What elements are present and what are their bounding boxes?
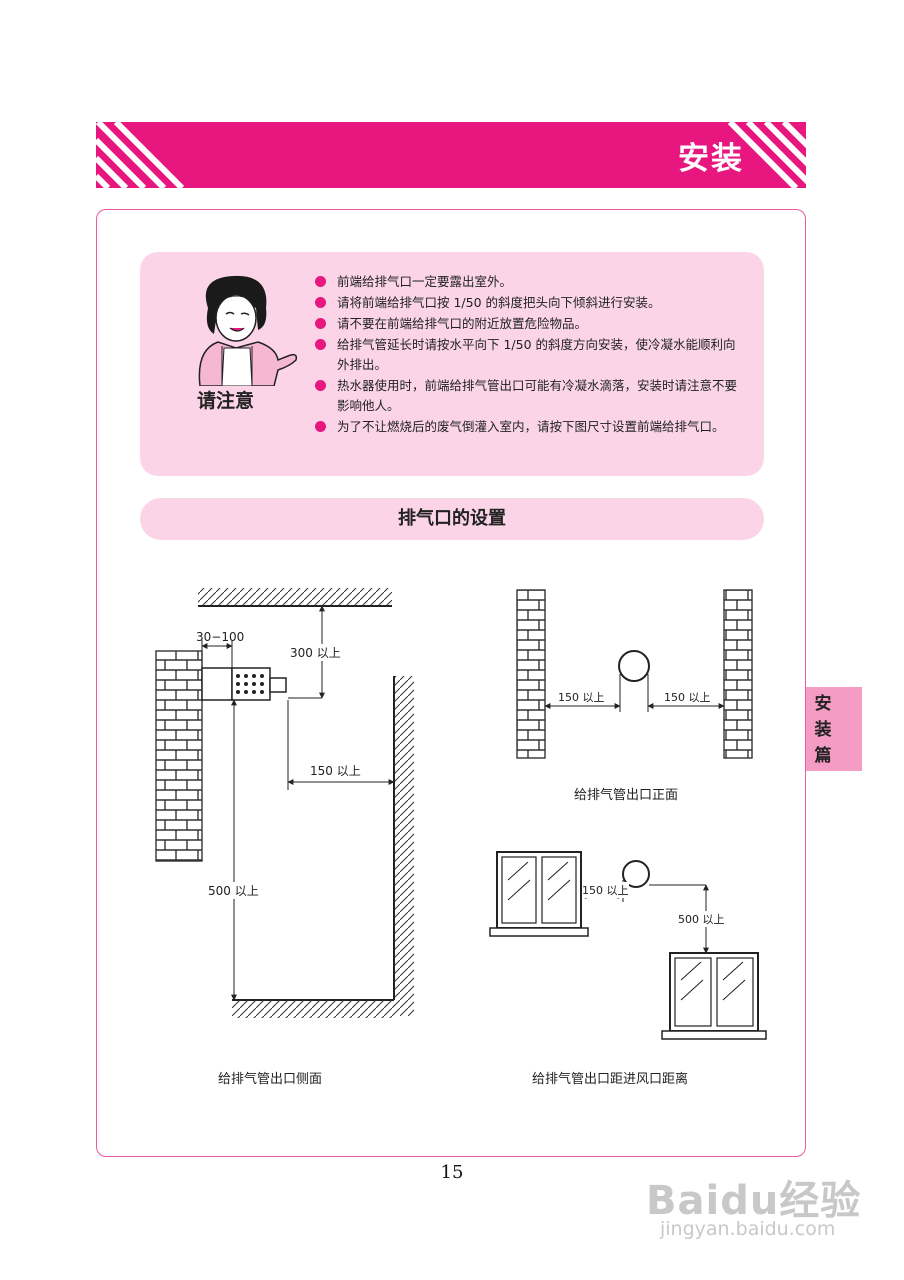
vent-outlet-small: [622, 860, 650, 888]
bullet-icon: [315, 339, 326, 350]
side-view-diagram: [155, 588, 414, 1018]
side-tab-label: 安装篇: [814, 694, 832, 766]
floor-hatch: [232, 1000, 394, 1018]
notice-item: 热水器使用时，前端给排气管出口可能有冷凝水滴落，安装时请注意不要影响他人。: [313, 376, 743, 416]
brick-wall: [155, 650, 203, 862]
right-wall-hatch: [394, 676, 414, 1016]
notice-item-text: 请不要在前端给排气口的附近放置危险物品。: [337, 316, 588, 331]
dim-label-wall-gap: 30−100: [196, 630, 245, 644]
window-lower: [669, 952, 759, 1032]
dim-label-bottom: 500 以上: [208, 882, 259, 899]
caption-front-view: 给排气管出口正面: [574, 788, 679, 803]
watermark-url: jingyan.baidu.com: [660, 1218, 836, 1240]
content-frame: [96, 209, 806, 1157]
window-upper: [496, 851, 582, 929]
page-title: 安装: [678, 141, 744, 177]
brick-wall-right: [723, 589, 753, 759]
notice-item-text: 给排气管延长时请按水平向下 1/50 的斜度方向安装，使冷凝水能顺利向外排出。: [337, 337, 736, 372]
bullet-icon: [315, 421, 326, 432]
woman-illustration: [198, 275, 298, 386]
section-title: 排气口的设置: [398, 508, 506, 529]
notice-item: 给排气管延长时请按水平向下 1/50 的斜度方向安装，使冷凝水能顺利向外排出。: [313, 335, 743, 375]
caption-side-view: 给排气管出口侧面: [218, 1072, 323, 1087]
page-number: 15: [440, 1162, 464, 1183]
dim-label-right: 150 以上: [310, 764, 361, 778]
bullet-icon: [315, 318, 326, 329]
watermark-brand: Baidu经验: [646, 1178, 862, 1224]
notice-item: 请将前端给排气口按 1/50 的斜度把头向下倾斜进行安装。: [313, 293, 743, 313]
side-tab: [806, 687, 862, 771]
header-stripes: [96, 122, 806, 188]
notice-item: 前端给排气口一定要露出室外。: [313, 272, 743, 292]
ceiling-hatch: [198, 588, 392, 606]
notice-item-text: 热水器使用时，前端给排气管出口可能有冷凝水滴落，安装时请注意不要影响他人。: [337, 378, 738, 413]
dim-label-front-left: 150 以上: [558, 691, 605, 704]
notice-list: 前端给排气口一定要露出室外。 请将前端给排气口按 1/50 的斜度把头向下倾斜进…: [313, 272, 743, 438]
bullet-icon: [315, 276, 326, 287]
header-banner: 安装: [96, 122, 806, 188]
section-bar: [140, 498, 764, 540]
dim-label-front-right: 150 以上: [664, 691, 711, 704]
notice-label: 请注意: [197, 390, 255, 412]
notice-item-text: 请将前端给排气口按 1/50 的斜度把头向下倾斜进行安装。: [337, 295, 661, 310]
dim-label-window-side: 150 以上: [582, 882, 629, 898]
front-view-diagram: [516, 589, 753, 759]
bullet-icon: [315, 380, 326, 391]
notice-item-text: 为了不让燃烧后的废气倒灌入室内，请按下图尺寸设置前端给排气口。: [337, 419, 725, 434]
window-distance-diagram: [489, 851, 767, 1040]
dim-label-window-below: 500 以上: [678, 911, 725, 927]
dim-label-top: 300 以上: [290, 644, 341, 661]
vent-outlet: [618, 650, 650, 682]
bullet-icon: [315, 297, 326, 308]
caption-window-distance: 给排气管出口距进风口距离: [532, 1072, 689, 1087]
brick-wall-left: [516, 589, 546, 759]
notice-item-text: 前端给排气口一定要露出室外。: [337, 274, 513, 289]
notice-item: 请不要在前端给排气口的附近放置危险物品。: [313, 314, 743, 334]
notice-item: 为了不让燃烧后的废气倒灌入室内，请按下图尺寸设置前端给排气口。: [313, 417, 743, 437]
